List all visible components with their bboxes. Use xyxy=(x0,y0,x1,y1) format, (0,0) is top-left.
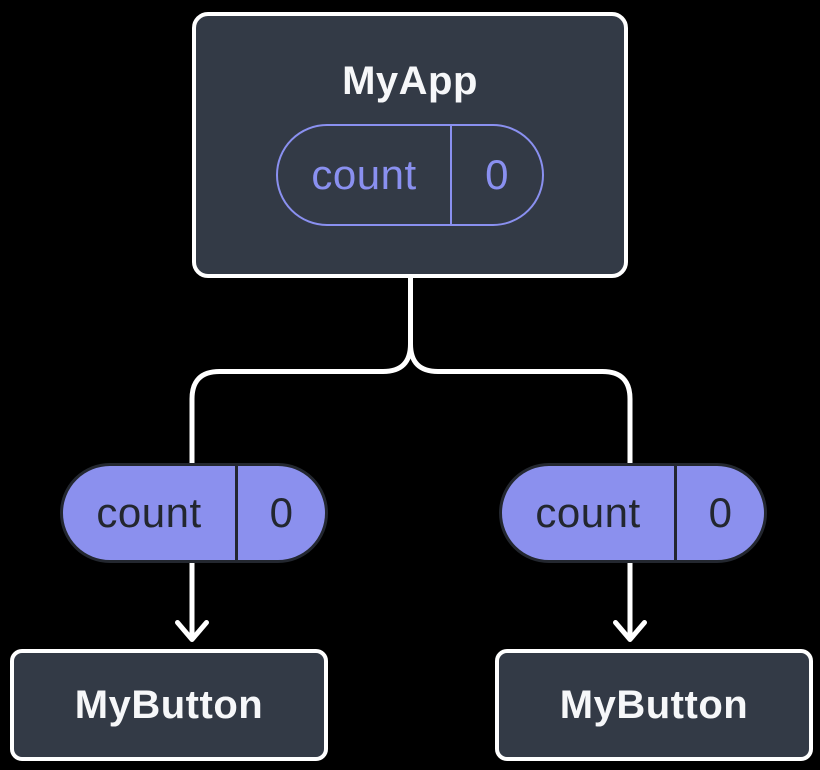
state-value: 0 xyxy=(485,151,509,198)
connector-right-branch xyxy=(408,275,633,640)
pill-divider xyxy=(235,466,238,560)
state-pill: count 0 xyxy=(276,124,544,226)
prop-pill-left: count 0 xyxy=(60,463,328,563)
pill-divider xyxy=(674,466,677,560)
child-node-mybutton-left: MyButton xyxy=(10,649,328,761)
prop-value: 0 xyxy=(269,489,294,536)
state-name-label: count xyxy=(311,151,417,198)
arrow-down-icon xyxy=(175,620,209,642)
prop-pill-right: count 0 xyxy=(499,463,767,563)
root-node-myapp: MyApp count 0 xyxy=(192,12,628,278)
prop-value: 0 xyxy=(708,489,733,536)
node-title: MyApp xyxy=(342,59,478,103)
prop-name-label: count xyxy=(535,489,641,536)
connector-left-branch xyxy=(189,275,413,640)
node-title: MyButton xyxy=(559,683,749,727)
pill-divider xyxy=(450,126,452,224)
prop-name-label: count xyxy=(96,489,202,536)
child-node-mybutton-right: MyButton xyxy=(495,649,813,761)
arrow-down-icon xyxy=(613,620,647,642)
node-title: MyButton xyxy=(74,683,264,727)
